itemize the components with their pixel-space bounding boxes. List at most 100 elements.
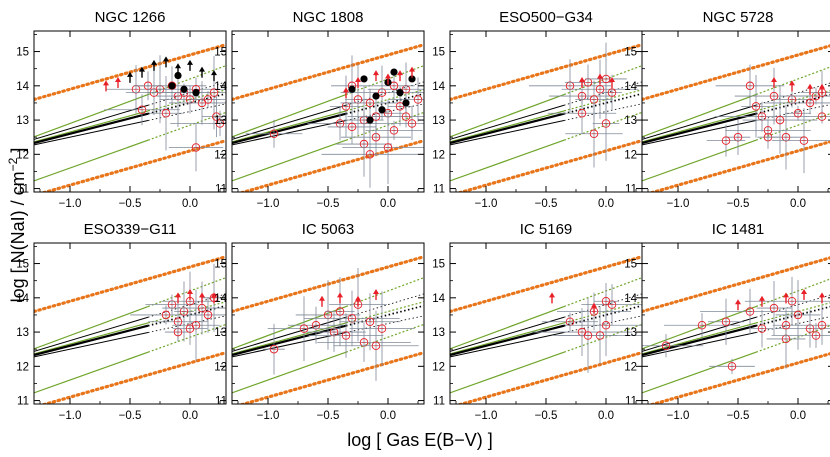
green-fit-line-2 xyxy=(642,322,757,355)
green-fit-extension-3 xyxy=(563,277,642,308)
y-tick-label: 13 xyxy=(432,115,445,127)
upper-limit-arrowhead xyxy=(211,292,217,298)
y-tick-label: 11 xyxy=(433,184,445,196)
black-fit-line-1 xyxy=(34,324,149,357)
y-tick-label: 13 xyxy=(432,327,445,339)
y-tick-label: 15 xyxy=(432,47,445,59)
data-point xyxy=(383,143,393,152)
data-point xyxy=(661,341,671,351)
panel-title: ESO500−G34 xyxy=(499,9,593,26)
data-point xyxy=(721,136,731,145)
filled-point xyxy=(348,85,356,93)
upper-limit-arrowhead xyxy=(759,295,765,301)
y-tick-label: 14 xyxy=(214,293,227,305)
x-tick-label: 0.0 xyxy=(790,410,806,422)
green-fit-line-1 xyxy=(450,351,565,394)
data-point xyxy=(365,150,375,159)
green-fit-line-2 xyxy=(34,110,149,143)
x-tick-label: −1.0 xyxy=(667,410,690,422)
black-fit-line-1 xyxy=(642,112,757,145)
y-tick-label: 12 xyxy=(16,149,29,161)
black-fit-line-3 xyxy=(232,316,347,352)
y-tick-label: 14 xyxy=(16,81,29,93)
data-point xyxy=(389,126,399,135)
black-fit-line-3 xyxy=(34,104,149,140)
data-point xyxy=(595,84,605,94)
upper-limit-arrowhead xyxy=(343,87,349,93)
green-fit-extension-2 xyxy=(147,89,226,112)
upper-limit-arrowhead xyxy=(355,76,361,82)
data-point xyxy=(371,341,381,351)
data-point xyxy=(787,296,797,306)
ref-line-lower xyxy=(238,139,424,192)
x-tick-label: −1.0 xyxy=(475,410,498,422)
black-fit-extension-2 xyxy=(147,103,226,121)
panel-title: NGC 1808 xyxy=(293,9,364,26)
data-point xyxy=(751,102,761,111)
data-point xyxy=(589,129,599,139)
filled-point xyxy=(408,75,416,83)
x-tick-label: −0.5 xyxy=(317,198,340,210)
green-fit-extension-3 xyxy=(755,66,830,96)
x-tick-label: −0.5 xyxy=(317,410,340,422)
upper-limit-arrowhead xyxy=(807,83,813,89)
x-tick-label: −0.5 xyxy=(119,198,142,210)
upper-limit-arrowhead xyxy=(819,292,825,298)
x-tick-label: 0.0 xyxy=(380,198,396,210)
black-fit-line-1 xyxy=(642,324,757,357)
data-point xyxy=(763,126,773,135)
green-fit-line-2 xyxy=(450,110,565,143)
ref-line-upper xyxy=(450,43,642,102)
y-tick-label: 13 xyxy=(624,115,637,127)
x-axis-label: log [ Gas E(B−V) ] xyxy=(347,430,493,450)
data-point xyxy=(407,119,417,128)
data-point xyxy=(377,324,387,333)
x-tick-label: 0.0 xyxy=(790,198,806,210)
y-tick-label: 15 xyxy=(214,47,227,59)
ref-line-lower xyxy=(648,140,830,192)
upper-limit-arrowhead xyxy=(187,288,193,294)
black-fit-extension-1 xyxy=(345,304,424,327)
upper-limit-arrowhead xyxy=(373,288,379,294)
y-tick-label: 13 xyxy=(214,115,227,127)
panel-title: ESO339−G11 xyxy=(84,221,177,238)
y-tick-label: 12 xyxy=(624,361,637,373)
black-fit-line-1 xyxy=(450,112,565,145)
black-fit-extension-3 xyxy=(345,81,424,106)
ref-line-upper xyxy=(232,43,424,102)
x-tick-label: 0.0 xyxy=(598,410,614,422)
plot-area xyxy=(450,255,642,404)
y-tick-label: 15 xyxy=(16,259,29,271)
data-point xyxy=(269,129,279,139)
black-fit-line-2 xyxy=(450,332,565,358)
upper-limit-arrowhead xyxy=(163,56,169,62)
data-point xyxy=(805,98,815,108)
green-fit-line-2 xyxy=(34,322,149,355)
data-point xyxy=(209,88,219,97)
black-fit-extension-3 xyxy=(563,81,642,106)
upper-limit-arrowhead xyxy=(199,66,205,72)
y-tick-label: 14 xyxy=(432,293,445,305)
y-tick-label: 11 xyxy=(215,184,227,196)
data-point xyxy=(413,95,423,104)
black-fit-extension-1 xyxy=(755,93,830,115)
data-point xyxy=(793,108,803,118)
ref-line-upper xyxy=(642,256,830,314)
data-point xyxy=(583,331,593,340)
y-tick-label: 14 xyxy=(432,81,445,93)
data-point xyxy=(697,320,707,330)
y-axis-label: log [ N(NaI) / cm−2 ] xyxy=(6,148,28,303)
black-fit-line-2 xyxy=(642,332,757,358)
data-point xyxy=(577,108,587,118)
upper-limit-arrowhead xyxy=(373,70,379,76)
x-tick-label: −1.0 xyxy=(667,198,690,210)
green-fit-line-2 xyxy=(450,322,565,355)
black-fit-extension-3 xyxy=(147,81,226,106)
upper-limit-arrowhead xyxy=(319,295,325,301)
data-point xyxy=(799,136,809,145)
black-fit-line-3 xyxy=(34,316,149,352)
filled-point xyxy=(402,99,410,107)
y-tick-label: 11 xyxy=(625,184,637,196)
data-point xyxy=(601,320,611,330)
